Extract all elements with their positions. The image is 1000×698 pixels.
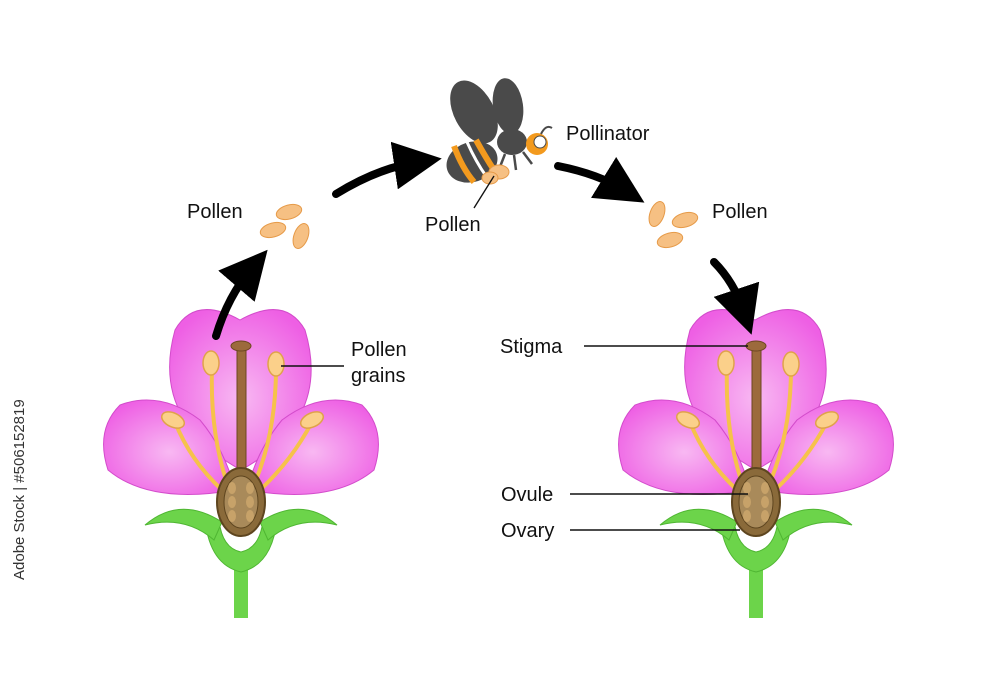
arrow-pollen-to-bee — [332, 141, 442, 198]
right-sepal-left — [659, 508, 738, 541]
left-ovules — [228, 482, 254, 522]
right-anther-1 — [717, 350, 735, 376]
left-stem — [234, 560, 248, 618]
left-style — [236, 347, 247, 479]
left-anther-1 — [202, 350, 220, 376]
watermark: Adobe Stock | #506152819 — [11, 399, 28, 580]
left-anther-2 — [267, 351, 285, 377]
right-stamens — [675, 350, 840, 492]
label-pollen-grains-line1: Pollen — [351, 339, 407, 361]
right-stigma — [745, 340, 767, 352]
left-anther-3 — [160, 411, 186, 429]
arrow-anther-to-pollen — [212, 249, 268, 340]
arrow-pollen-to-stigma — [710, 258, 760, 335]
right-anther-3 — [675, 411, 701, 429]
left-anther-4 — [299, 411, 325, 429]
label-pollen-right: Pollen — [712, 201, 768, 223]
right-style — [751, 347, 762, 479]
bee-pollinator — [446, 78, 553, 185]
right-ovules — [743, 482, 769, 522]
left-stigma — [230, 340, 252, 352]
left-stamens — [160, 350, 325, 492]
right-anther-2 — [782, 351, 800, 377]
left-sepal-left — [144, 508, 223, 541]
label-ovule: Ovule — [501, 484, 553, 506]
left-flower — [103, 309, 379, 618]
right-stem — [749, 560, 763, 618]
bee-wing-left — [450, 80, 498, 144]
pollen-cluster-left — [259, 203, 310, 249]
label-ovary: Ovary — [501, 520, 554, 542]
leader-bee-pollen — [473, 175, 495, 209]
label-stigma: Stigma — [500, 336, 563, 358]
label-pollen-grains-line2: grains — [351, 365, 405, 387]
label-pollen-bee: Pollen — [425, 214, 481, 236]
label-pollen-left: Pollen — [187, 201, 243, 223]
pollen-cluster-right — [648, 201, 699, 249]
left-sepal-right — [259, 508, 338, 541]
right-sepal-right — [774, 508, 853, 541]
bee-wing-right — [492, 78, 524, 134]
right-flower — [618, 309, 894, 618]
right-anther-4 — [814, 411, 840, 429]
arrow-bee-to-pollen — [554, 156, 645, 203]
bee-thorax — [497, 129, 527, 155]
label-pollinator: Pollinator — [566, 123, 650, 145]
